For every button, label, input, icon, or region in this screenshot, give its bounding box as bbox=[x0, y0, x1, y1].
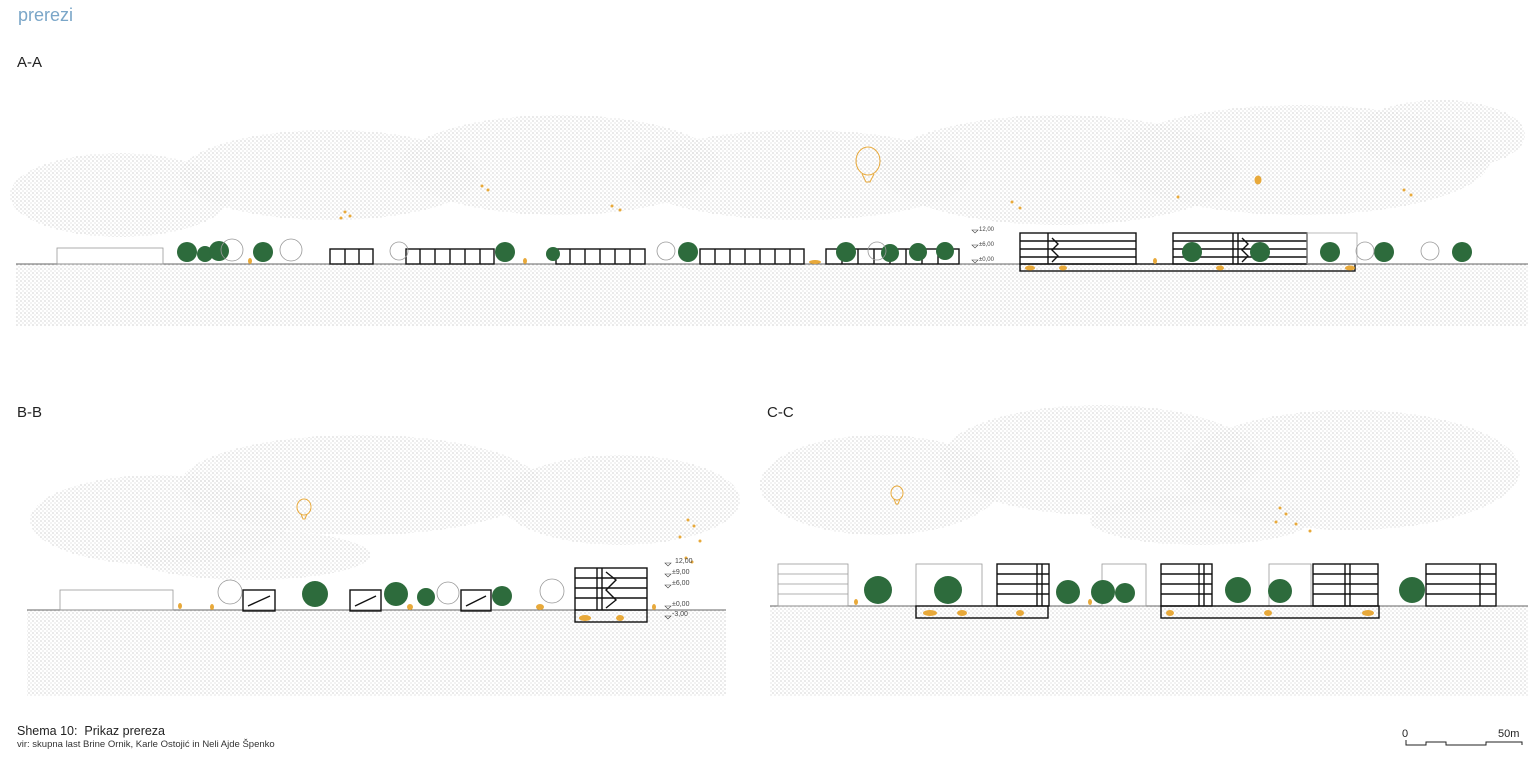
section-a-ground bbox=[16, 264, 1528, 326]
section-b-birds bbox=[678, 518, 702, 564]
section-a-ghost-building bbox=[1306, 232, 1358, 265]
section-label-a: A-A bbox=[17, 54, 43, 71]
section-b-level-mark-2: ±9,00 bbox=[672, 569, 690, 576]
section-b-trees bbox=[302, 581, 512, 607]
section-a-outline-trees bbox=[220, 238, 1440, 262]
section-c-sky bbox=[760, 405, 1520, 545]
section-a-level-mark-3: ±0,00 bbox=[979, 257, 995, 263]
page-title: prerezi bbox=[18, 5, 74, 25]
section-c-people bbox=[854, 599, 1374, 616]
section-b-balloon-icon bbox=[296, 498, 312, 520]
scale-bar-end-label: 50m bbox=[1498, 728, 1519, 740]
section-a-birds bbox=[339, 184, 1413, 220]
scale-bar: 0 50m bbox=[1402, 728, 1523, 746]
section-c-birds bbox=[1274, 506, 1312, 533]
section-a-level-marks: 12,00 ±6,00 ±0,00 bbox=[971, 227, 995, 264]
section-label-b: B-B bbox=[17, 404, 43, 421]
section-a-people bbox=[248, 258, 1355, 271]
section-b-people bbox=[178, 603, 656, 621]
section-c-main-buildings bbox=[915, 563, 1497, 619]
section-b-main-building bbox=[574, 567, 648, 623]
caption-title: Prikaz prereza bbox=[84, 724, 166, 738]
section-c-background-buildings bbox=[777, 563, 1312, 607]
section-c-trees bbox=[864, 576, 1425, 604]
section-a-drawing: 12,00 ±6,00 ±0,00 bbox=[10, 100, 1528, 326]
caption-source: vir: skupna last Brine Ornik, Karle Osto… bbox=[17, 739, 275, 750]
section-a-level-mark-2: ±6,00 bbox=[979, 242, 995, 248]
section-b-background-building bbox=[59, 589, 174, 611]
section-b-level-mark-5: -3,00 bbox=[672, 611, 688, 618]
section-b-level-mark-1: 12,00 bbox=[675, 558, 693, 565]
scale-bar-line bbox=[1405, 740, 1523, 746]
section-a-main-building-1 bbox=[1019, 232, 1356, 272]
section-label-c: C-C bbox=[767, 404, 794, 421]
figure-caption: Shema 10: Prikaz prereza vir: skupna las… bbox=[17, 724, 275, 750]
section-a-sky bbox=[10, 100, 1525, 237]
section-a-balloon-icon bbox=[855, 146, 1262, 185]
section-b-pavilions bbox=[242, 589, 492, 612]
section-b-level-mark-3: ±6,00 bbox=[672, 580, 690, 587]
section-b-sky bbox=[30, 435, 740, 580]
section-b-drawing: 12,00 ±9,00 ±6,00 ±0,00 -3,00 bbox=[27, 435, 740, 696]
section-a-building-row bbox=[329, 248, 960, 265]
section-b-ground bbox=[27, 610, 726, 696]
section-c-ground bbox=[770, 606, 1528, 696]
section-b-outline-trees bbox=[217, 578, 565, 605]
section-a-background-building bbox=[56, 247, 164, 265]
section-b-level-mark-4: ±0,00 bbox=[672, 601, 690, 608]
section-b-level-marks: 12,00 ±9,00 ±6,00 ±0,00 -3,00 bbox=[664, 558, 693, 620]
section-a-level-mark-1: 12,00 bbox=[979, 227, 995, 233]
scale-bar-start-label: 0 bbox=[1402, 728, 1408, 740]
caption-figure-number: Shema 10: bbox=[17, 724, 78, 738]
section-a-trees bbox=[177, 241, 1472, 262]
section-c-drawing bbox=[760, 405, 1528, 696]
section-c-balloon-icon bbox=[890, 485, 904, 505]
